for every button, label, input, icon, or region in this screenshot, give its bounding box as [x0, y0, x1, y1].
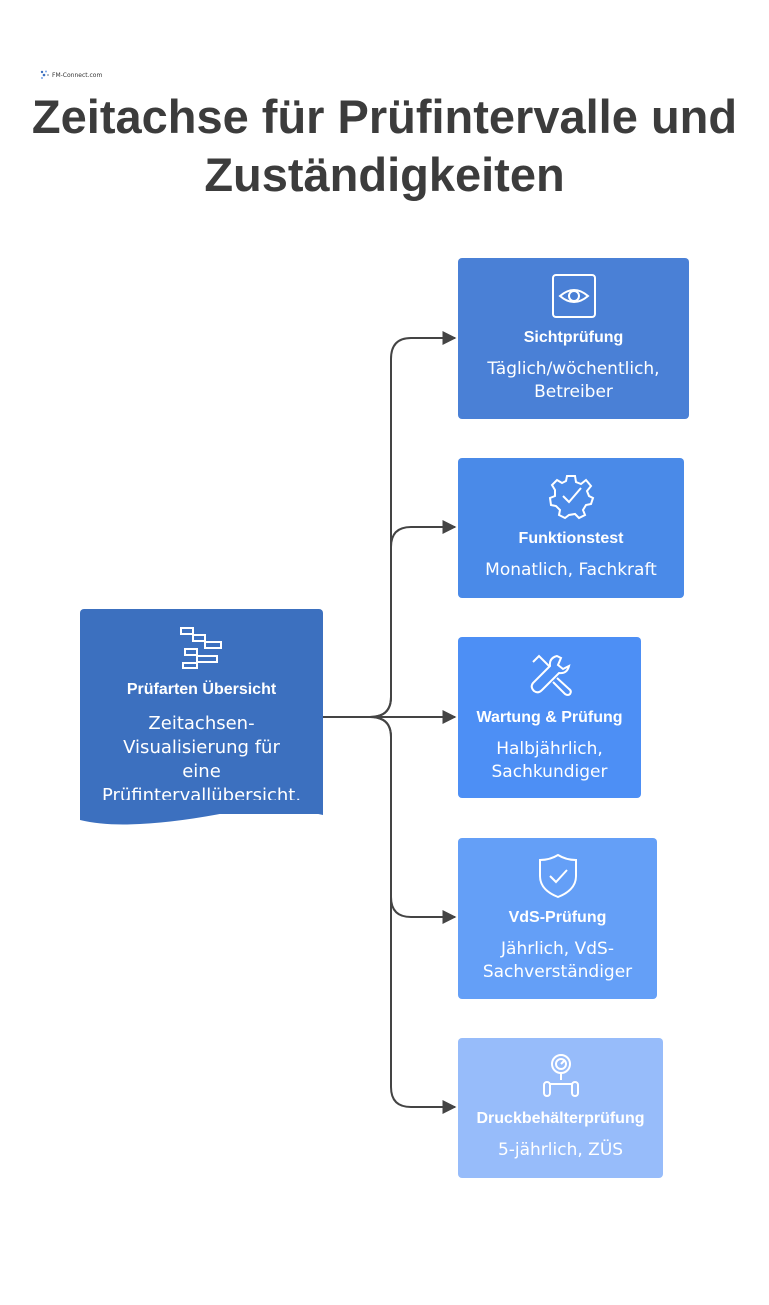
title-line-2: Zuständigkeiten: [204, 148, 565, 201]
page-title: Zeitachse für Prüfintervalle und Zuständ…: [0, 88, 769, 204]
item-desc-line: Täglich/wöchentlich,: [487, 359, 660, 379]
item-desc-line: Monatlich, Fachkraft: [485, 560, 657, 580]
title-line-1: Zeitachse für Prüfintervalle und: [31, 90, 738, 143]
logo: FM-Connect.com: [40, 70, 102, 80]
root-desc-line: Visualisierung für: [123, 737, 280, 758]
logo-dots-icon: [40, 70, 49, 79]
root-heading: Prüfarten Übersicht: [126, 681, 277, 698]
gear-check-icon: [548, 475, 595, 520]
item-description: Monatlich, Fachkraft: [464, 559, 678, 582]
item-description: Halbjährlich, Sachkundiger: [464, 738, 635, 784]
box-wartung-pruefung: Wartung & Prüfung Halbjährlich, Sachkund…: [458, 637, 641, 798]
box-sichtpruefung: Sichtprüfung Täglich/wöchentlich, Betrei…: [458, 258, 689, 419]
item-desc-line: Sachverständiger: [482, 962, 633, 982]
item-desc-line: Sachkundiger: [491, 762, 608, 782]
connector-5: [369, 716, 457, 1114]
pressure-gauge-icon: [542, 1054, 579, 1097]
connector-4: [369, 716, 457, 924]
root-desc-line: Zeitachsen-: [148, 713, 255, 734]
item-desc-line: 5-jährlich, ZÜS: [497, 1140, 624, 1160]
item-heading: Wartung & Prüfung: [476, 709, 623, 726]
item-description: Täglich/wöchentlich, Betreiber: [464, 358, 683, 404]
item-desc-line: Halbjährlich,: [496, 739, 603, 759]
item-heading: Druckbehälterprüfung: [476, 1110, 645, 1127]
eye-icon: [551, 274, 596, 318]
root-wave-bottom: [80, 800, 323, 825]
root-description: Zeitachsen- Visualisierung für eine Prüf…: [86, 712, 317, 808]
box-vds-pruefung: VdS-Prüfung Jährlich, VdS- Sachverständi…: [458, 838, 657, 999]
item-desc-line: Jährlich, VdS-: [501, 939, 614, 959]
item-heading: Funktionstest: [518, 530, 624, 547]
item-heading: Sichtprüfung: [523, 329, 624, 346]
logo-text: FM-Connect.com: [52, 71, 103, 79]
item-description: 5-jährlich, ZÜS: [464, 1139, 657, 1162]
shield-check-icon: [538, 853, 577, 899]
item-heading: VdS-Prüfung: [508, 909, 607, 926]
root-desc-line: eine: [182, 761, 221, 782]
wrench-icon: [530, 654, 572, 696]
box-druckbehaelterpruefung: Druckbehälterprüfung 5-jährlich, ZÜS: [458, 1038, 663, 1178]
item-description: Jährlich, VdS- Sachverständiger: [464, 938, 651, 984]
box-funktionstest: Funktionstest Monatlich, Fachkraft: [458, 458, 684, 598]
root-box: Prüfarten Übersicht Zeitachsen- Visualis…: [80, 609, 323, 814]
item-desc-line: Betreiber: [534, 382, 613, 402]
gantt-icon: [179, 627, 222, 669]
connector-2: [369, 520, 457, 718]
